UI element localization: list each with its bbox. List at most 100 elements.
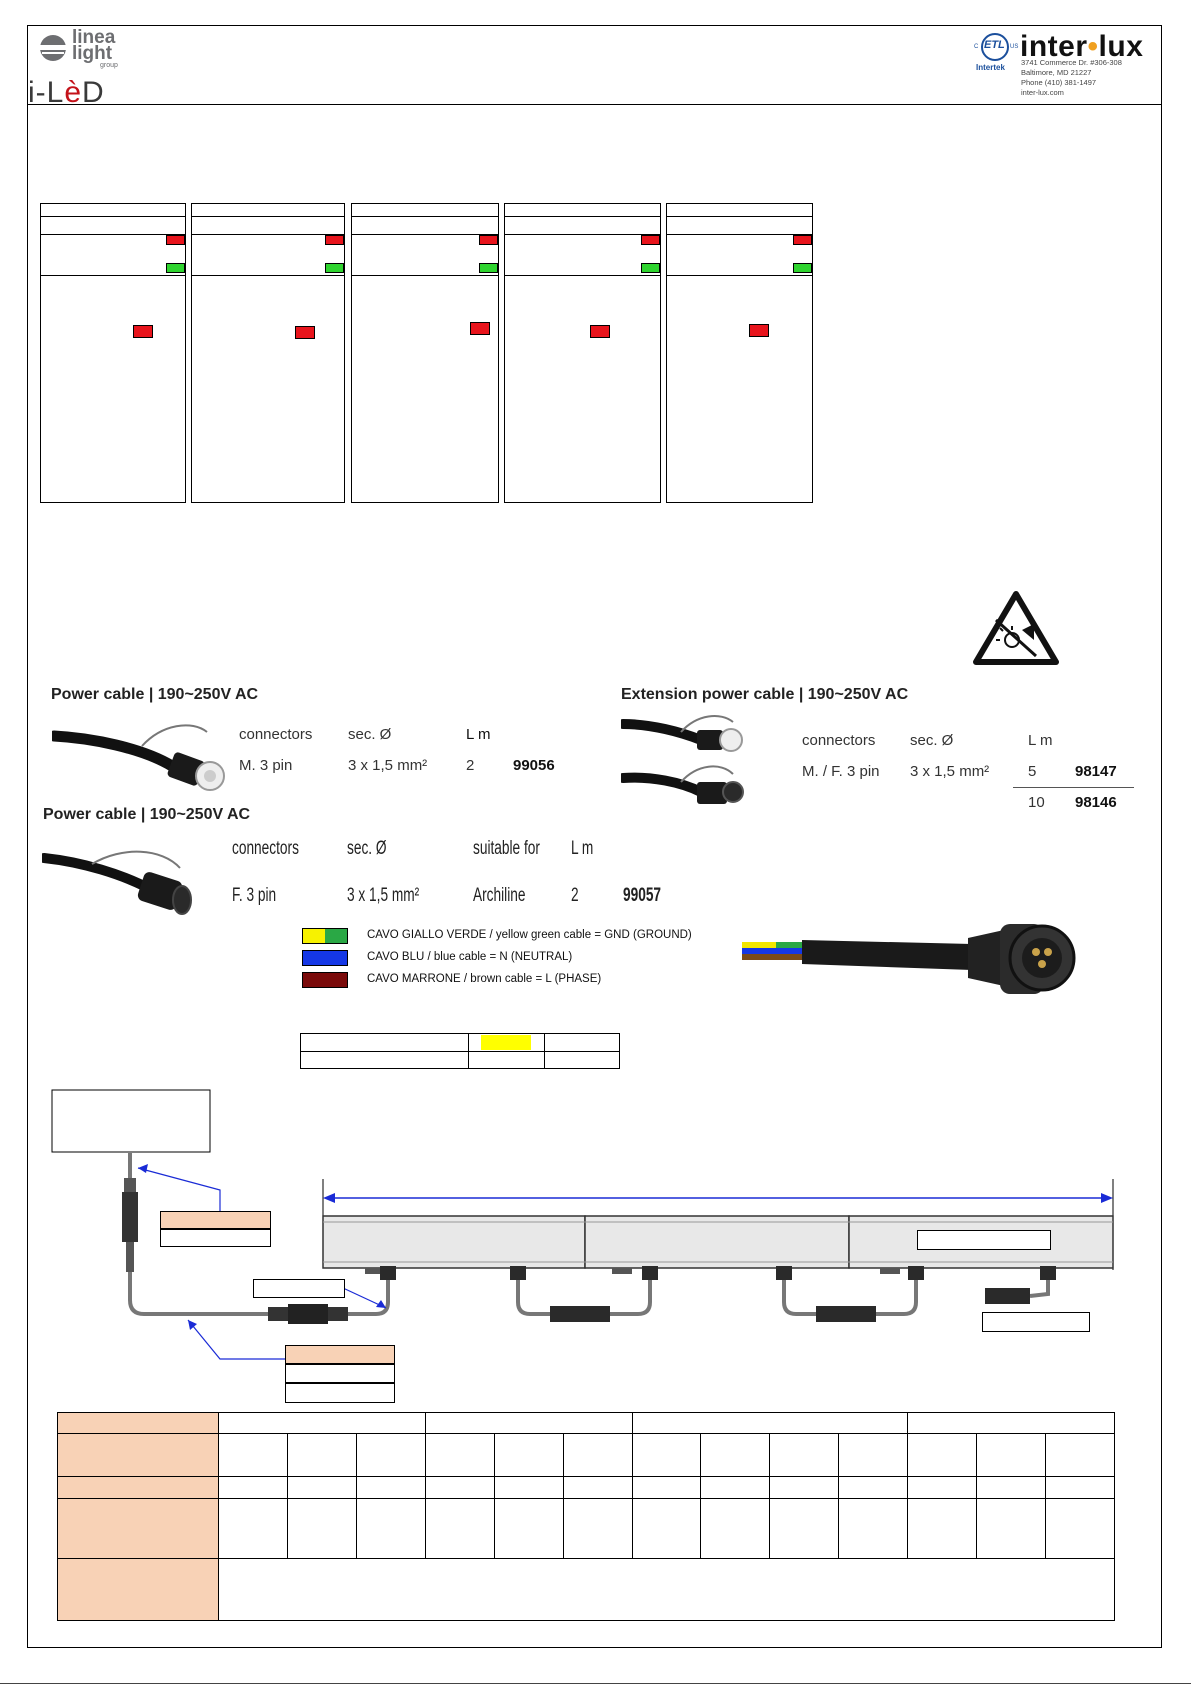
power-cable-f-title: Power cable | 190~250V AC xyxy=(43,806,251,823)
power-cable-connectors: M. 3 pin xyxy=(239,757,293,774)
wire-swatch-yellow-green xyxy=(302,928,348,944)
iled-logo-accent: è xyxy=(64,76,83,109)
wiring-diagram xyxy=(51,1089,1114,1360)
linea-logo-line1: linea xyxy=(72,27,116,48)
power-cable-header-connectors: connectors xyxy=(239,726,313,743)
etl-mark-text: ETL xyxy=(984,39,1005,51)
extension-cable-code: 98146 xyxy=(1075,794,1117,811)
power-cable-f-code: 99057 xyxy=(623,885,662,906)
power-cable-f-image xyxy=(39,840,192,924)
configuration-table xyxy=(57,1412,1115,1621)
power-cable-f-connectors: F. 3 pin xyxy=(232,885,277,906)
power-cable-f-header-length: L m xyxy=(571,838,594,859)
power-cable-f-header-section: sec. Ø xyxy=(347,838,387,859)
marker-red xyxy=(749,324,769,337)
marker-red xyxy=(133,325,153,338)
interlux-address-line: 3741 Commerce Dr. #306-308 xyxy=(1021,58,1122,67)
iled-logo: i-LèD xyxy=(28,76,105,110)
power-cable-header-length: L m xyxy=(466,726,491,743)
interlux-address: 3741 Commerce Dr. #306-308 Baltimore, MD… xyxy=(1021,58,1122,98)
cable-label-header xyxy=(285,1345,395,1364)
marker-red xyxy=(590,325,610,338)
wire-legend-ground: CAVO GIALLO VERDE / yellow green cable =… xyxy=(367,929,692,941)
module-panel-5 xyxy=(666,203,813,503)
end-cap-label xyxy=(982,1312,1090,1332)
power-cable-section: 3 x 1,5 mm² xyxy=(348,757,428,774)
small-spec-table xyxy=(300,1033,620,1069)
interlux-address-line: Phone (410) 381-1497 xyxy=(1021,78,1097,87)
config-row-header xyxy=(57,1433,219,1477)
interlux-address-line: Baltimore, MD 21227 xyxy=(1021,68,1092,77)
wire-swatch-brown xyxy=(302,972,348,988)
iled-logo-prefix: i-L xyxy=(28,76,65,109)
status-indicator-green xyxy=(479,263,498,273)
status-indicator-red xyxy=(325,235,344,245)
power-cable-image xyxy=(48,718,230,796)
linea-light-logo: linea light group xyxy=(36,27,146,78)
linea-light-logo-mark xyxy=(40,35,66,61)
connector-wiring-image xyxy=(742,918,1082,1018)
etl-certification-mark: ETL C US Intertek xyxy=(970,30,1020,76)
no-direct-view-warning-icon xyxy=(972,590,1060,668)
marker-red xyxy=(470,322,490,335)
power-cable-f-section: 3 x 1,5 mm² xyxy=(347,885,420,906)
iled-logo-suffix: D xyxy=(82,76,105,109)
extension-cable-header-section: sec. Ø xyxy=(910,732,954,749)
status-indicator-red xyxy=(641,235,660,245)
config-row-header xyxy=(57,1558,219,1621)
extension-cable-header-connectors: connectors xyxy=(802,732,876,749)
config-row-header xyxy=(57,1498,219,1559)
extension-cable-length: 10 xyxy=(1028,794,1045,811)
linea-logo-line3: group xyxy=(100,62,118,69)
power-cable-header-section: sec. Ø xyxy=(348,726,392,743)
wire-swatch-blue xyxy=(302,950,348,966)
page-bottom-line xyxy=(0,1683,1191,1684)
extension-cable-header-length: L m xyxy=(1028,732,1053,749)
header-divider xyxy=(27,104,1162,105)
power-cable-f-header-connectors: connectors xyxy=(232,838,299,859)
module-panel-2 xyxy=(191,203,345,503)
linea-logo-line2: light xyxy=(72,43,113,64)
extension-cable-length: 5 xyxy=(1028,763,1037,780)
power-cable-title: Power cable | 190~250V AC xyxy=(51,686,259,703)
interlux-address-line: inter-lux.com xyxy=(1021,88,1064,97)
extension-cable-row-divider xyxy=(1013,787,1134,788)
interlux-logo: inter•lux xyxy=(1020,30,1143,64)
module-panel-1 xyxy=(40,203,186,503)
etl-mark-us: US xyxy=(1010,44,1019,50)
power-cable-f-length: 2 xyxy=(571,885,579,906)
cable-label-body-2 xyxy=(285,1383,395,1403)
wire-legend-phase: CAVO MARRONE / brown cable = L (PHASE) xyxy=(367,973,602,985)
power-cable-code: 99056 xyxy=(513,757,555,774)
feed-label-body xyxy=(160,1229,271,1247)
extension-cable-connectors: M. / F. 3 pin xyxy=(802,763,880,780)
power-cable-f-suitable: Archiline xyxy=(473,885,526,906)
module-panel-4 xyxy=(504,203,661,503)
cable-label-body-1 xyxy=(285,1364,395,1383)
interlux-name-right: lux xyxy=(1098,30,1144,63)
bar-label xyxy=(917,1230,1051,1250)
marker-red xyxy=(295,326,315,339)
module-panel-3 xyxy=(351,203,499,503)
extension-cable-title: Extension power cable | 190~250V AC xyxy=(621,686,909,703)
config-notes-cell xyxy=(218,1558,1115,1621)
status-indicator-red xyxy=(166,235,185,245)
config-group-cell xyxy=(907,1412,1115,1434)
status-indicator-green xyxy=(793,263,812,273)
status-indicator-red xyxy=(793,235,812,245)
config-group-cell xyxy=(424,1412,633,1434)
extension-cable-image xyxy=(618,712,751,816)
status-indicator-green xyxy=(641,263,660,273)
interlux-dot: • xyxy=(1087,30,1099,63)
feed-label-header xyxy=(160,1211,271,1229)
interlux-name-left: inter xyxy=(1020,30,1088,63)
connector-label xyxy=(253,1279,345,1298)
etl-mark-lab: Intertek xyxy=(976,63,1005,72)
status-indicator-green xyxy=(325,263,344,273)
etl-mark-c: C xyxy=(974,44,979,50)
config-row-header xyxy=(57,1476,219,1499)
wire-legend-neutral: CAVO BLU / blue cable = N (NEUTRAL) xyxy=(367,951,573,963)
power-cable-length: 2 xyxy=(466,757,475,774)
status-indicator-red xyxy=(479,235,498,245)
extension-cable-code: 98147 xyxy=(1075,763,1117,780)
